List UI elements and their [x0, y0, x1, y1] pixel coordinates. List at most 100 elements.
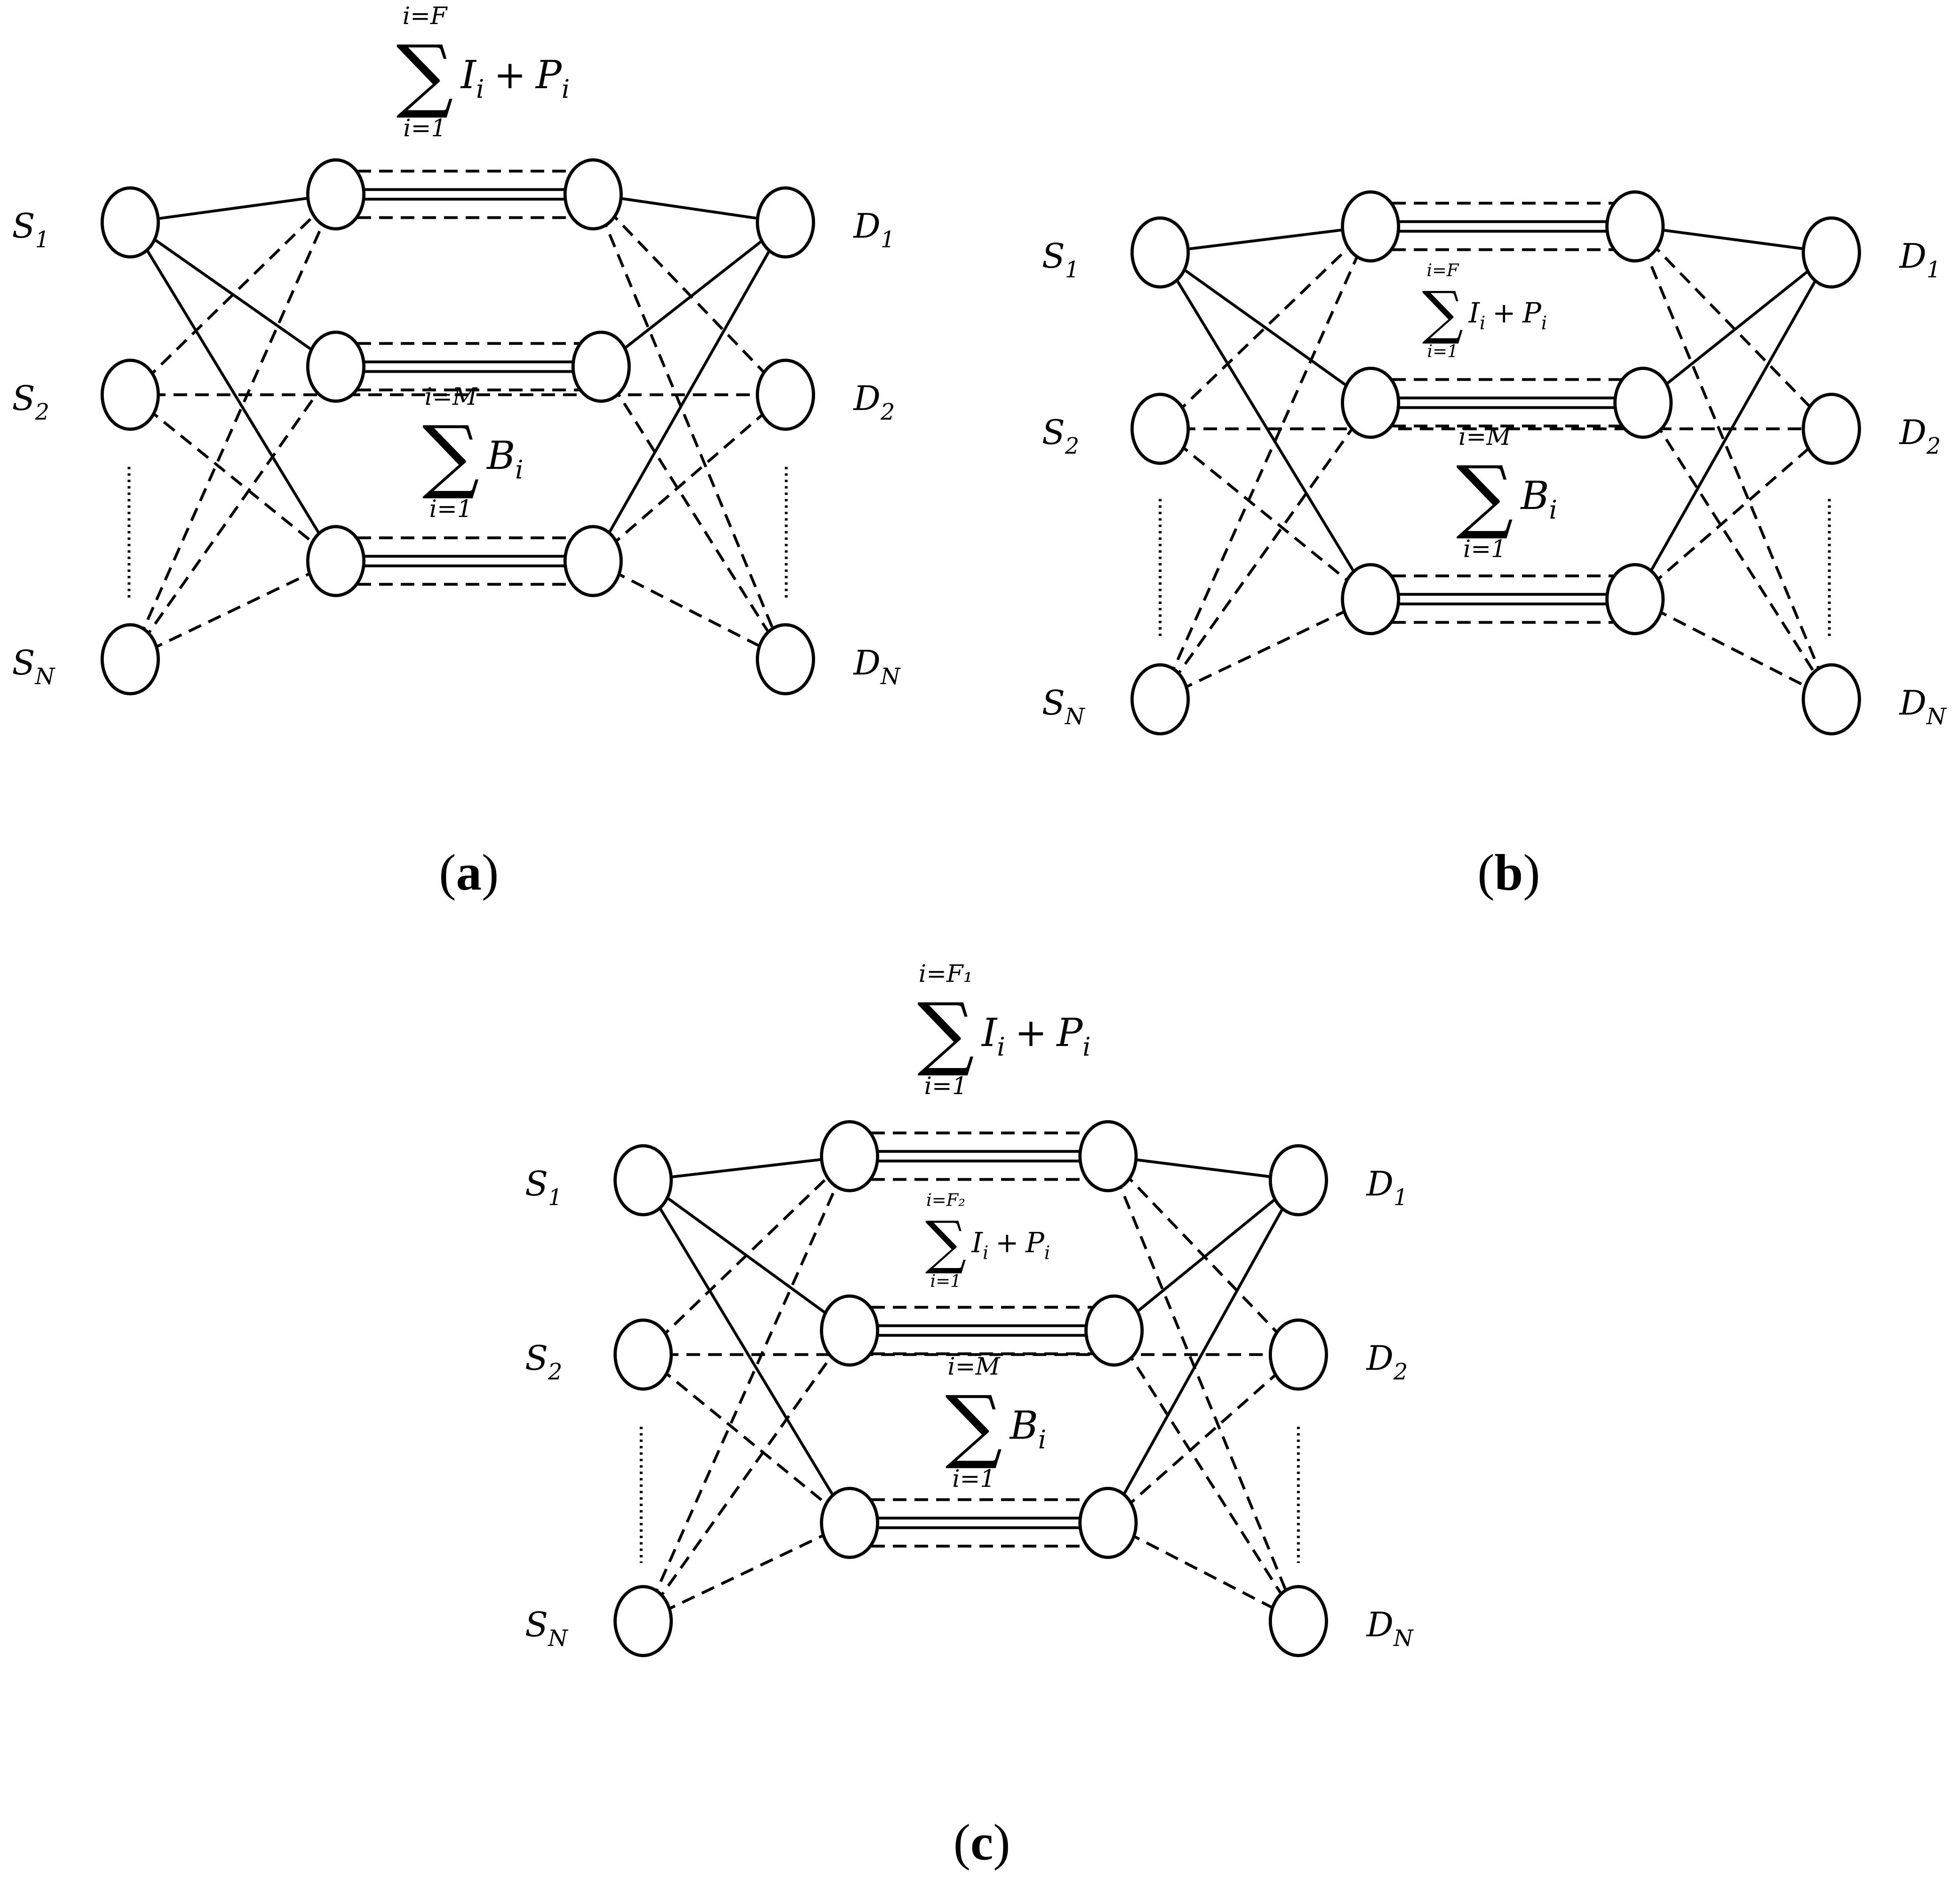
node-hub-left-mid: [306, 331, 365, 403]
caption-c-letter: c: [971, 1814, 993, 1871]
edge-s2-m1-top: [129, 193, 337, 396]
node-dn: [1802, 663, 1861, 735]
edge-m2-bot-d2: [592, 394, 787, 562]
label-s2-sub: 2: [35, 399, 50, 425]
sum-ip1-c-plus: +: [1015, 1010, 1047, 1055]
edge-m2-bot-d1: [1633, 252, 1833, 600]
node-s1: [614, 1144, 673, 1216]
sum-b-a-symbol: ∑: [422, 409, 480, 502]
edge-m2-mid-dn: [1113, 1330, 1300, 1622]
label-dn-sub: N: [1926, 704, 1947, 730]
label-dn: DN: [1899, 683, 1947, 730]
caption-a: (a): [439, 844, 499, 901]
edge-m2-top-d2: [1634, 225, 1833, 430]
sum-b-c: i=M∑i=1Bi: [945, 1353, 1046, 1493]
label-d1-sub: 1: [880, 227, 895, 253]
label-d1: D1: [853, 206, 895, 253]
label-d2-sub: 2: [880, 399, 895, 425]
edge-m2-mid-d1: [1642, 251, 1833, 404]
label-s2-base: S: [525, 1339, 548, 1378]
label-d1: D1: [1366, 1164, 1408, 1211]
caption-a-letter: a: [456, 844, 482, 901]
sum-ip-b-body: Ii+Pi: [1468, 297, 1547, 333]
label-s1: S1: [525, 1164, 562, 1211]
caption-b-letter: b: [1494, 844, 1523, 901]
sum-ip-a-body: Ii+Pi: [460, 52, 570, 104]
sum-ip2-c-plus: +: [995, 1227, 1019, 1259]
edge-m2-bot-d2: [1107, 1353, 1300, 1524]
label-d2: D2: [1366, 1339, 1408, 1385]
edge-sn-m1-mid: [1159, 402, 1372, 701]
node-dn: [1269, 1585, 1328, 1657]
node-d1: [1269, 1144, 1328, 1216]
sum-b-b-body: Bi: [1520, 473, 1557, 525]
sum-ip-b: i=F∑i=1Ii+Pi: [1422, 260, 1547, 361]
edge-m2-top-d1: [1635, 225, 1832, 254]
label-d1-sub: 1: [1393, 1185, 1408, 1211]
label-sn: SN: [1042, 683, 1086, 730]
label-s1: S1: [12, 206, 49, 253]
label-s2: S2: [525, 1339, 562, 1385]
label-d1-base: D: [1899, 236, 1926, 276]
sum-b-b-term1: B: [1520, 473, 1549, 518]
sum-ip1-c-term2: P: [1056, 1010, 1083, 1055]
nodes: [614, 1120, 1328, 1657]
node-s2: [1130, 393, 1190, 465]
node-d1: [1802, 216, 1861, 289]
edge-sn-m1-mid: [642, 1329, 851, 1622]
sum-ip-b-lower: i=1: [1427, 341, 1458, 361]
label-sn: SN: [12, 643, 56, 690]
sum-ip-b-plus: +: [1492, 297, 1516, 329]
sum-ip2-c-term2-sub: i: [1044, 1242, 1050, 1264]
label-dn-base: D: [853, 643, 880, 682]
edge-m2-mid-dn: [600, 366, 787, 660]
node-hub-right-mid: [1613, 367, 1673, 439]
edge-s1-m1-bot: [642, 1179, 851, 1524]
nodes: [1130, 190, 1861, 735]
node-hub-left-bot: [1341, 563, 1400, 635]
label-d2-sub: 2: [1926, 433, 1941, 459]
node-hub-right-top: [563, 158, 623, 230]
sum-b-b: i=M∑i=1Bi: [1456, 423, 1557, 563]
edge-sn-m1-mid: [129, 365, 337, 660]
node-d1: [756, 186, 815, 258]
sum-ip1-c-lower: i=1: [924, 1072, 967, 1100]
sum-ip2-c-term1: I: [971, 1227, 983, 1259]
node-sn: [101, 623, 160, 695]
sum-b-c-body: Bi: [1009, 1403, 1046, 1455]
nodes: [101, 158, 815, 695]
sum-b-c-upper: i=M: [948, 1353, 1001, 1381]
label-sn-sub: N: [547, 1625, 569, 1652]
edge-m2-top-dn: [1633, 226, 1833, 700]
label-s1: S1: [1042, 236, 1079, 283]
node-hub-left-top: [820, 1120, 879, 1192]
label-d2-base: D: [1366, 1339, 1393, 1378]
sum-ip1-c: i=F₁∑i=1Ii+Pi: [917, 960, 1091, 1100]
node-hub-right-top: [1605, 190, 1665, 262]
edge-sn-m1-bot: [642, 1521, 850, 1623]
edge-sn-m1-bot: [1159, 598, 1371, 701]
node-hub-right-bot: [563, 525, 623, 597]
edge-m2-top-d1: [1108, 1155, 1299, 1182]
edge-s2-m1-top: [1159, 225, 1372, 430]
label-sn: SN: [525, 1605, 569, 1652]
sum-ip-a-term1: I: [460, 52, 477, 97]
label-d1-sub: 1: [1926, 257, 1941, 283]
edge-s2-m1-top: [642, 1155, 851, 1356]
edges: [1159, 202, 1833, 701]
label-s2-base: S: [1042, 413, 1065, 452]
sum-ip2-c-body: Ii+Pi: [971, 1227, 1050, 1263]
sum-ip-a-plus: +: [494, 52, 526, 97]
sum-ip-b-upper: i=F: [1427, 260, 1459, 281]
edges: [640, 1131, 1300, 1623]
label-s1-sub: 1: [1065, 257, 1080, 283]
sum-ip-a-term2: P: [535, 52, 562, 97]
edge-m2-top-d1: [593, 193, 786, 224]
label-dn-base: D: [1366, 1605, 1393, 1644]
label-s1-base: S: [12, 206, 35, 246]
caption-c-close: ): [993, 1814, 1010, 1871]
edge-s2-m1-bot: [642, 1353, 851, 1524]
